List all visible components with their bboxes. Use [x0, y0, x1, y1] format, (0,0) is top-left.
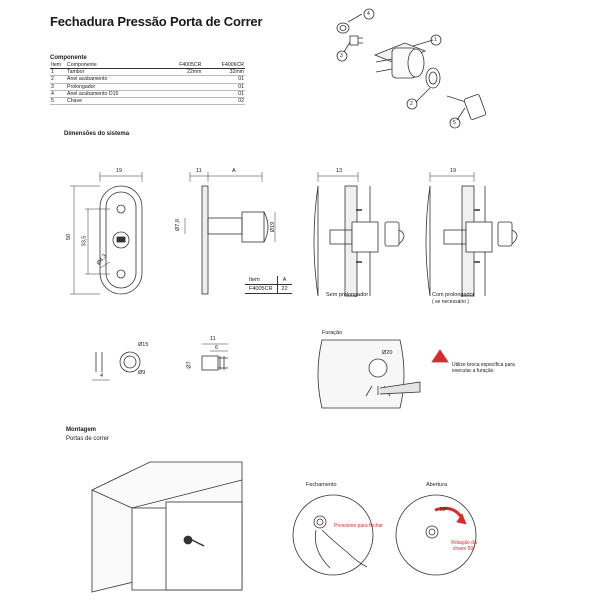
table-cell: [159, 83, 203, 91]
dim-label: Ø15: [138, 342, 149, 348]
ring-detail: [92, 351, 141, 381]
dim-label: 19: [116, 168, 123, 174]
dim-label: 4: [100, 373, 104, 379]
dim-label: 6: [215, 345, 219, 351]
item-a-table: Item A F4005CR 22: [245, 276, 292, 294]
table-row: 2 Anel acabamento 01: [50, 75, 245, 84]
sem-prolongador-label: Sem prolongador: [326, 292, 369, 298]
table-cell: 01: [202, 90, 245, 99]
components-table: Item Componente F4005CR F4006CR 1 Tambor…: [50, 62, 245, 106]
table-cell: [159, 97, 203, 106]
montagem-heading: Montagem: [66, 427, 96, 433]
page-title: Fechadura Pressão Porta de Correr: [50, 14, 263, 29]
extender-detail: [201, 343, 228, 371]
callout-1: 1: [434, 37, 437, 43]
dim-label: Ø7,8: [174, 219, 181, 231]
dim-label: Ø9: [138, 370, 146, 376]
table-cell: 1: [50, 68, 66, 77]
table-row: 1 Tambor 22mm 32mm: [50, 68, 245, 77]
table-cell: [159, 90, 203, 99]
fechamento-illustration: [292, 494, 374, 576]
dim-label: 33,5: [81, 235, 88, 247]
side-view: [184, 172, 276, 295]
callout-4: 4: [367, 11, 370, 17]
table-cell: F4005CR: [245, 284, 278, 294]
callout-5: 5: [453, 120, 456, 126]
column-header: F4005CR: [159, 62, 203, 70]
cabinet-illustration: [91, 461, 243, 593]
column-header: Componente: [66, 62, 160, 70]
abertura-title: Abertura: [426, 482, 448, 488]
table-row: 4 Anel acabamento D15 01: [50, 90, 245, 99]
table-cell: [159, 75, 203, 84]
table-cell: 22: [276, 284, 292, 294]
table-cell: Prolongador: [66, 83, 160, 91]
table-cell: 01: [202, 83, 245, 91]
dim-label: 50: [66, 233, 73, 241]
com-prolongador-view: [425, 172, 518, 297]
table-cell: 02: [202, 97, 245, 106]
table-header-row: Item Componente F4005CR F4006CR: [50, 62, 245, 70]
com-prolongador-note: ( se necessário ): [432, 299, 469, 305]
dim-label: 11: [210, 336, 216, 342]
dim-label: Ø7: [186, 361, 193, 369]
column-header: Item: [245, 276, 278, 285]
dim-label: 13: [336, 168, 343, 174]
abertura-illustration: [395, 494, 477, 576]
dim-label: A: [232, 168, 236, 174]
front-view: [70, 172, 143, 295]
table-cell: 22mm: [159, 68, 203, 77]
table-cell: Chave: [66, 97, 160, 106]
table-cell: 5: [50, 97, 66, 106]
dim-label: 19: [450, 168, 457, 174]
table-cell: Anel acabamento: [66, 75, 160, 84]
table-cell: 4: [50, 90, 66, 99]
callout-2: 2: [410, 101, 413, 107]
dim-label: 11: [196, 168, 202, 174]
dim-label: Ø19: [270, 221, 277, 233]
abertura-hint: Rotação da chave 50°: [451, 540, 477, 552]
table-cell: Tambor: [66, 68, 160, 77]
com-prolongador-label: Com prolongador: [432, 292, 475, 298]
table-cell: 01: [202, 75, 245, 84]
components-heading: Componente: [50, 55, 87, 61]
sem-prolongador-view: [313, 172, 405, 297]
dim-label: Ø20: [382, 350, 393, 356]
exploded-view: [336, 8, 487, 129]
table-cell: 3: [50, 83, 66, 91]
table-row: 3 Prolongador 01: [50, 83, 245, 91]
dimensions-heading: Dimensões do sistema: [64, 131, 130, 137]
fechamento-hint: Pressione para fechar: [334, 523, 383, 529]
table-row: 5 Chave 02: [50, 97, 245, 106]
table-cell: Anel acabamento D15: [66, 90, 160, 99]
callout-3: 3: [340, 53, 343, 59]
angle-label: 50°: [440, 507, 448, 513]
furacao-label: Furação: [322, 330, 343, 336]
column-header: Item: [50, 62, 66, 70]
table-cell: 32mm: [202, 68, 245, 77]
furacao-view: [317, 339, 449, 409]
column-header: A: [276, 276, 292, 285]
table-cell: 2: [50, 75, 66, 84]
fechamento-title: Fechamento: [306, 482, 337, 488]
montagem-subheading: Portas de correr: [66, 436, 110, 442]
drill-warning: Utilize broca específica para executar a…: [452, 362, 515, 374]
column-header: F4006CR: [202, 62, 245, 70]
